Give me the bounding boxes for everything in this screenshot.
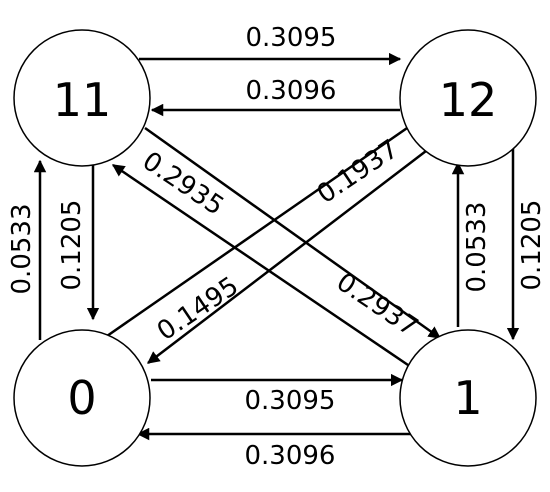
edge-12-to-1: 0.1205 (506, 148, 547, 341)
edge-1-to-0: 0.3096 (136, 427, 419, 471)
node-0-circle (13, 329, 151, 467)
edge-1-to-12: 0.0533 (451, 161, 492, 327)
edge-11-to-0: 0.1205 (57, 165, 100, 321)
node-12-label: 12 (439, 73, 498, 127)
edge-11-to-12: 0.3095 (139, 23, 402, 66)
edge-label-12-to-11: 0.3096 (246, 76, 337, 106)
node-11-circle (13, 29, 151, 167)
edge-12-to-11: 0.3096 (150, 76, 400, 117)
node-0: 0 (13, 329, 151, 467)
node-1-circle (399, 329, 537, 467)
edge-label-1-to-0: 0.3096 (245, 441, 336, 471)
node-0-label: 0 (67, 371, 96, 425)
node-12: 12 (399, 29, 537, 167)
edge-label-12-to-0: 0.1495 (152, 271, 244, 347)
node-12-circle (399, 29, 537, 167)
node-11-label: 11 (53, 73, 112, 127)
edge-label-12-to-1: 0.1205 (517, 200, 547, 291)
edge-0-to-1: 0.3095 (151, 373, 404, 416)
edge-0-to-11: 0.0533 (7, 159, 47, 340)
edge-label-11-to-1: 0.2937 (331, 267, 423, 343)
node-11: 11 (13, 29, 151, 167)
edge-label-0-to-11: 0.0533 (7, 204, 37, 295)
node-1-label: 1 (453, 371, 482, 425)
edge-label-0-to-12: 0.1937 (312, 134, 404, 210)
nodes: 11 12 0 1 (13, 29, 537, 467)
edge-label-0-to-1: 0.3095 (245, 386, 336, 416)
edge-label-11-to-0: 0.1205 (57, 200, 87, 291)
node-1: 1 (399, 329, 537, 467)
edge-label-1-to-12: 0.0533 (462, 202, 492, 293)
edge-label-1-to-11: 0.2935 (137, 146, 229, 222)
edge-label-11-to-12: 0.3095 (246, 23, 337, 53)
